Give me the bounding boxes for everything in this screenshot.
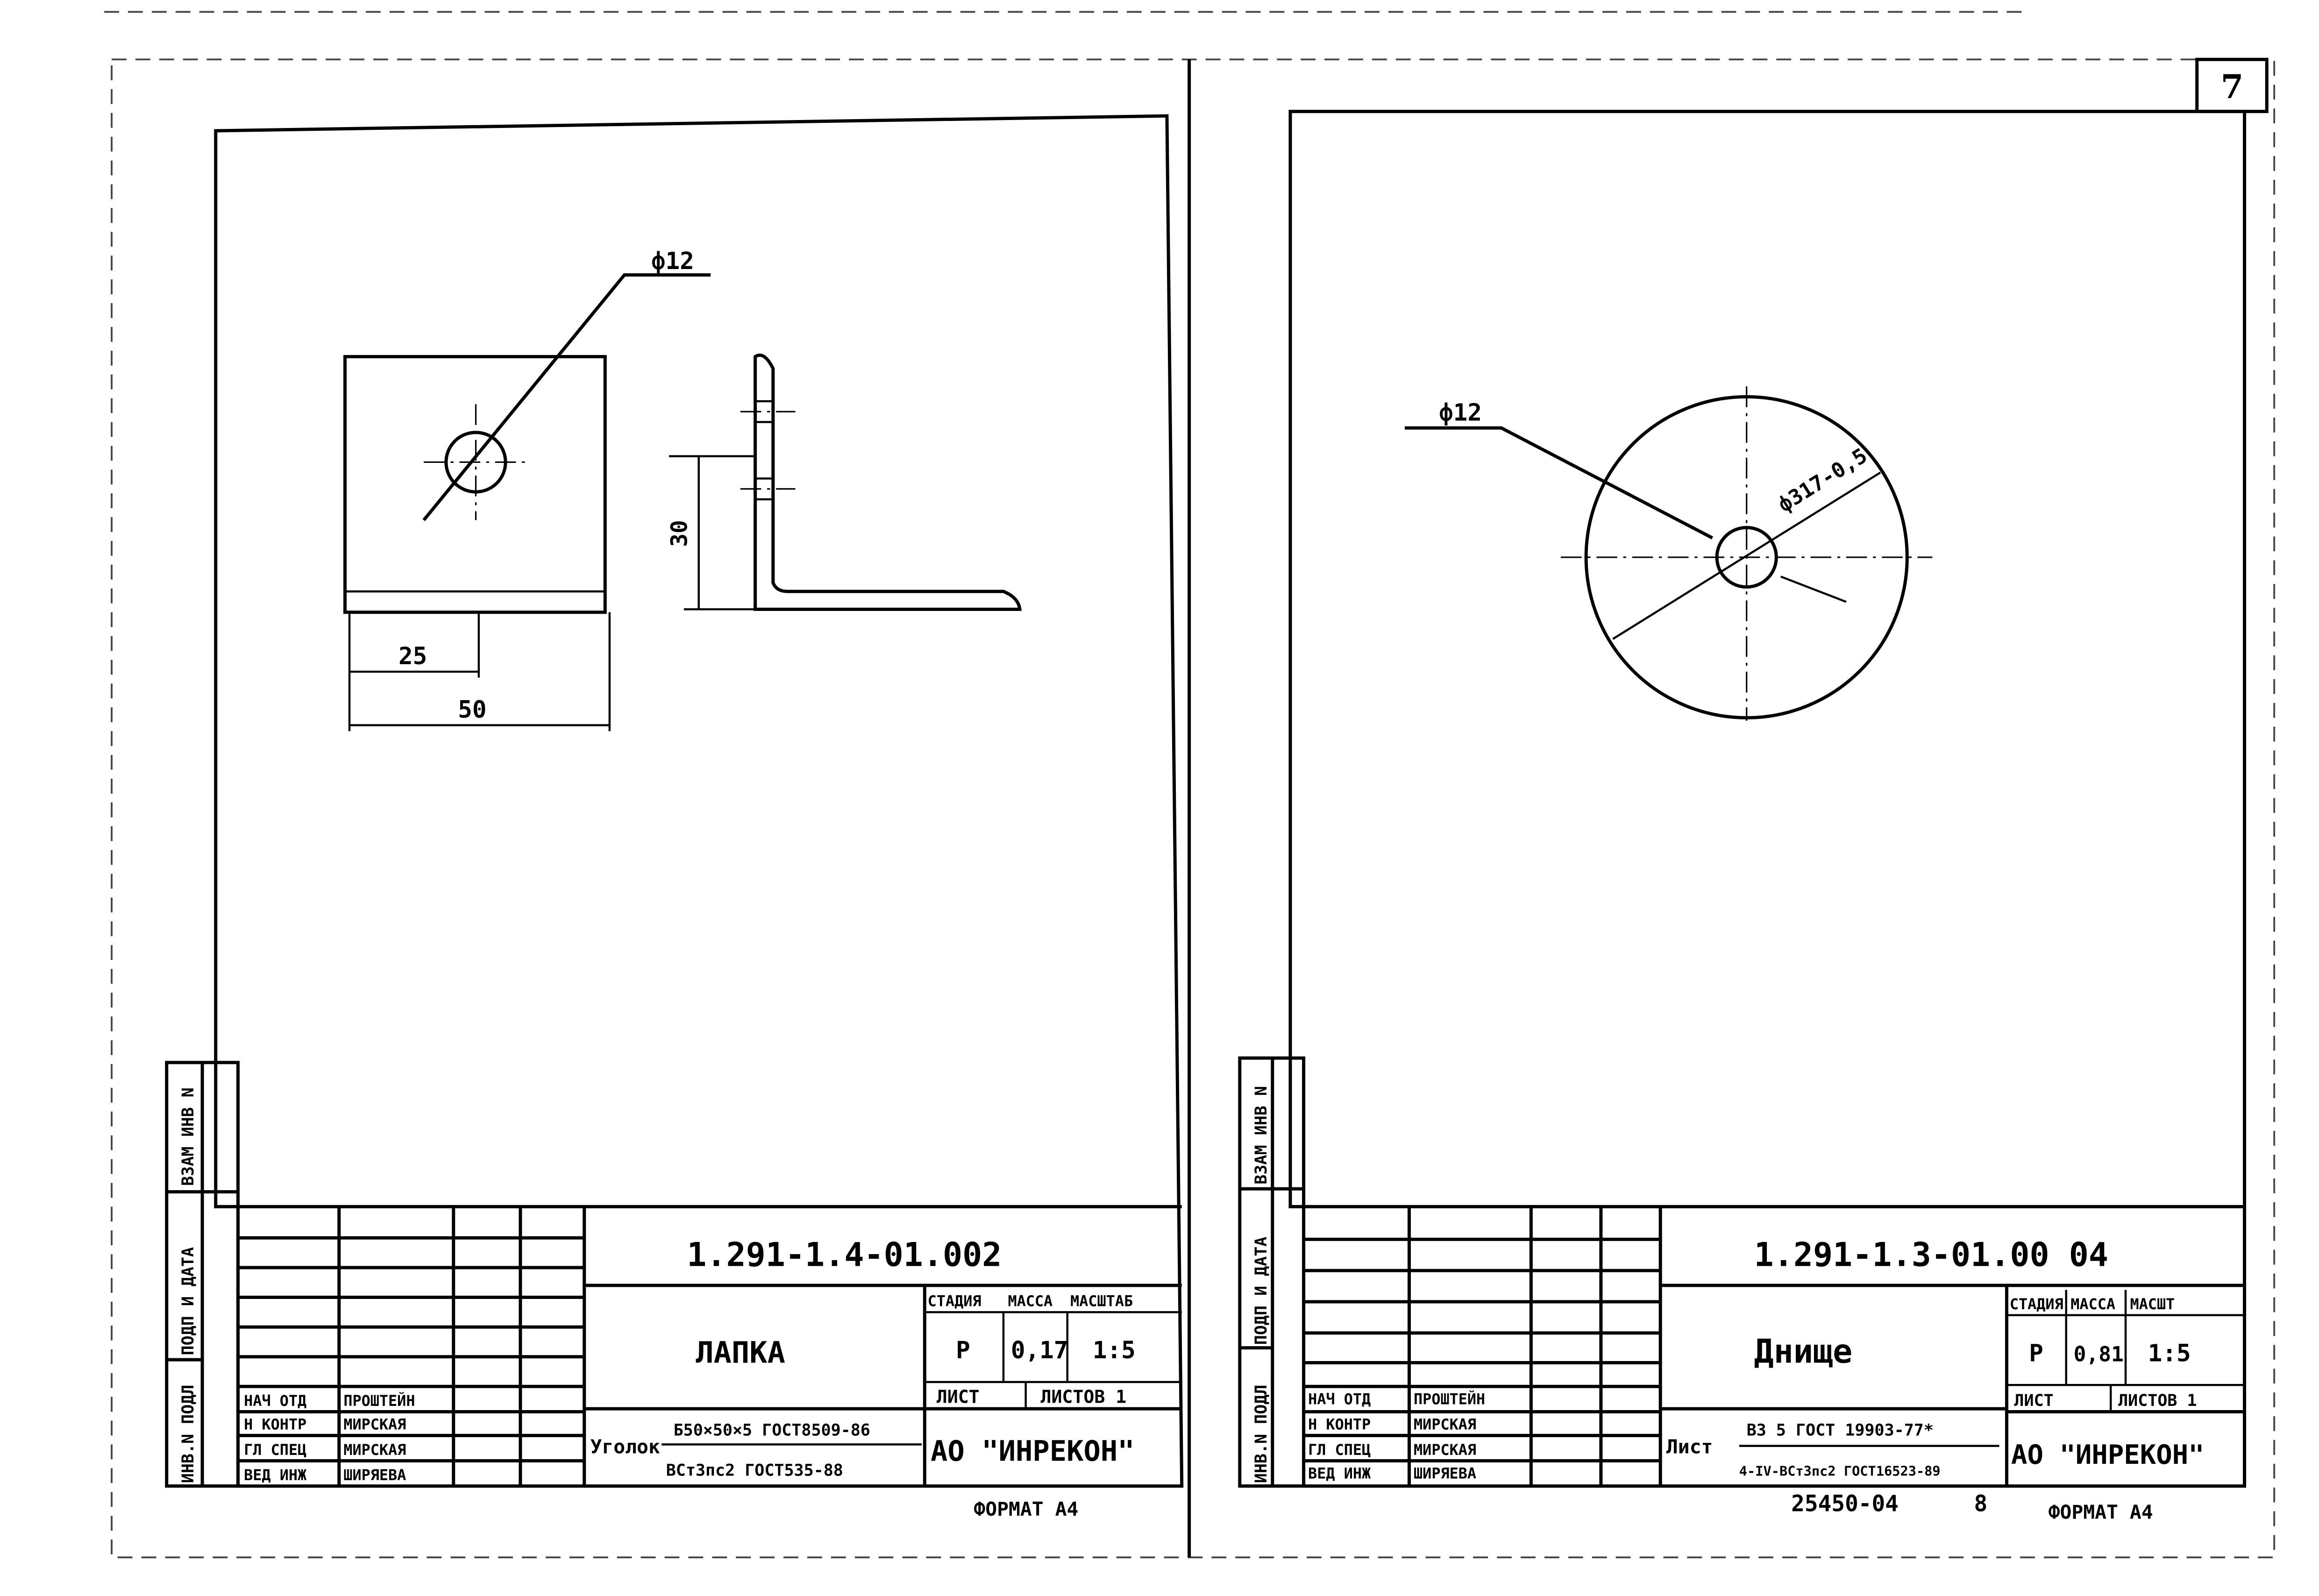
sheets-label-right: ЛИСТОВ 1 xyxy=(2118,1391,2197,1410)
svg-text:МИРСКАЯ: МИРСКАЯ xyxy=(343,1416,406,1433)
part-name-right: Днище xyxy=(1754,1332,1853,1370)
scale-value: 1:5 xyxy=(1093,1337,1136,1364)
svg-text:НАЧ ОТД: НАЧ ОТД xyxy=(244,1392,306,1410)
svg-text:ГЛ СПЕЦ: ГЛ СПЕЦ xyxy=(244,1441,306,1459)
scale-value-right: 1:5 xyxy=(2148,1340,2191,1367)
scale-header-right: МАСШТ xyxy=(2130,1295,2175,1313)
left-sheet: ф12 25 50 30 ИНВ.N ПОДЛ ПОДП И ДАТА ВЗАМ… xyxy=(165,114,1184,1520)
side-label-inv-right: ИНВ.N ПОДЛ xyxy=(1252,1385,1271,1483)
side-label-replace-right: ВЗАМ ИНВ N xyxy=(1252,1086,1271,1185)
svg-text:ВЕД ИНЖ: ВЕД ИНЖ xyxy=(244,1466,306,1484)
material-bottom-right: 4-IV-ВСт3пс2 ГОСТ16523-89 xyxy=(1739,1463,1941,1479)
dim-30-label: 30 xyxy=(667,520,692,546)
lapka-front-view xyxy=(343,355,607,614)
page-number: 7 xyxy=(2221,67,2244,106)
svg-text:МИРСКАЯ: МИРСКАЯ xyxy=(1414,1416,1476,1433)
lapka-side-view xyxy=(754,353,1022,611)
stage-value: Р xyxy=(956,1337,970,1364)
signature-rows-right: НАЧ ОТД ПРОШТЕЙН Н КОНТР МИРСКАЯ ГЛ СПЕЦ МИ… xyxy=(1308,1390,1485,1483)
stage-value-right: Р xyxy=(2029,1340,2043,1367)
stage-header: СТАДИЯ xyxy=(928,1292,982,1310)
material-bottom: ВСт3пс2 ГОСТ535-88 xyxy=(666,1461,843,1480)
diameter-label: ф317-0,5 xyxy=(1774,443,1871,517)
hole-dim-label-right: ф12 xyxy=(1439,399,1482,426)
material-label-right: Лист xyxy=(1666,1436,1713,1458)
company-name: АО "ИНРЕКОН" xyxy=(931,1435,1135,1468)
svg-text:ВЕД ИНЖ: ВЕД ИНЖ xyxy=(1308,1465,1371,1483)
material-label: Уголок xyxy=(590,1436,660,1458)
company-name-right: АО "ИНРЕКОН" xyxy=(2011,1439,2205,1470)
svg-text:Н КОНТР: Н КОНТР xyxy=(1308,1416,1371,1433)
svg-text:ШИРЯЕВА: ШИРЯЕВА xyxy=(1414,1465,1476,1483)
format-label-right: ФОРМАТ А4 xyxy=(2049,1501,2153,1524)
scale-header: МАСШТАБ xyxy=(1070,1292,1133,1310)
side-label-sign-right: ПОДП И ДАТА xyxy=(1252,1237,1271,1345)
mass-value: 0,17 xyxy=(1011,1337,1068,1364)
side-label-sign: ПОДП И ДАТА xyxy=(179,1247,198,1355)
side-label-inv: ИНВ.N ПОДЛ xyxy=(179,1385,198,1483)
diameter-line xyxy=(1612,471,1881,640)
mass-value-right: 0,81 xyxy=(2074,1342,2124,1366)
material-top: Б50×50×5 ГОСТ8509-86 xyxy=(674,1421,870,1440)
title-block-left xyxy=(236,1205,1182,1486)
svg-text:НАЧ ОТД: НАЧ ОТД xyxy=(1308,1390,1371,1408)
signature-rows-left: НАЧ ОТД ПРОШТЕЙН Н КОНТР МИРСКАЯ ГЛ СПЕЦ МИ… xyxy=(244,1392,415,1484)
sheets-label: ЛИСТОВ 1 xyxy=(1040,1387,1126,1407)
mass-header-right: МАССА xyxy=(2070,1295,2115,1313)
archive-sheet: 8 xyxy=(1974,1491,1987,1517)
drawing-code: 1.291-1.4-01.002 xyxy=(687,1236,1002,1274)
sheet-label-right: ЛИСТ xyxy=(2014,1391,2053,1410)
side-label-replace: ВЗАМ ИНВ N xyxy=(179,1087,198,1186)
sheet-label: ЛИСТ xyxy=(937,1387,980,1407)
dim-50-label: 50 xyxy=(458,696,486,724)
hole-dim-label: ф12 xyxy=(651,248,694,275)
svg-text:МИРСКАЯ: МИРСКАЯ xyxy=(1414,1441,1476,1459)
hole-leader xyxy=(422,273,711,521)
svg-text:ШИРЯЕВА: ШИРЯЕВА xyxy=(343,1466,406,1484)
svg-text:Н КОНТР: Н КОНТР xyxy=(244,1416,306,1433)
outer-frame xyxy=(111,58,2276,1559)
hole-leader-right xyxy=(1404,426,1714,539)
mass-header: МАССА xyxy=(1008,1292,1053,1310)
drawing-code-right: 1.291-1.3-01.00 04 xyxy=(1754,1236,2108,1274)
archive-number: 25450-04 xyxy=(1791,1491,1899,1517)
part-name: ЛАПКА xyxy=(696,1335,785,1370)
stage-header-right: СТАДИЯ xyxy=(2010,1295,2063,1313)
dim-25-label: 25 xyxy=(398,643,427,670)
svg-text:МИРСКАЯ: МИРСКАЯ xyxy=(343,1441,406,1459)
right-inner-frame xyxy=(1288,110,2247,1488)
svg-text:ПРОШТЕЙН: ПРОШТЕЙН xyxy=(343,1392,415,1410)
right-sheet: ф12 ф317-0,5 ИНВ.N ПОДЛ ПОДП И ДАТА ВЗАМ… xyxy=(1238,110,2247,1524)
format-label: ФОРМАТ А4 xyxy=(974,1498,1078,1520)
material-top-right: В3 5 ГОСТ 19903-77* xyxy=(1747,1421,1934,1440)
svg-text:ПРОШТЕЙН: ПРОШТЕЙН xyxy=(1414,1390,1485,1408)
title-block-right xyxy=(1303,1205,2245,1486)
left-inner-frame xyxy=(214,114,1184,1488)
svg-text:ГЛ СПЕЦ: ГЛ СПЕЦ xyxy=(1308,1441,1371,1459)
